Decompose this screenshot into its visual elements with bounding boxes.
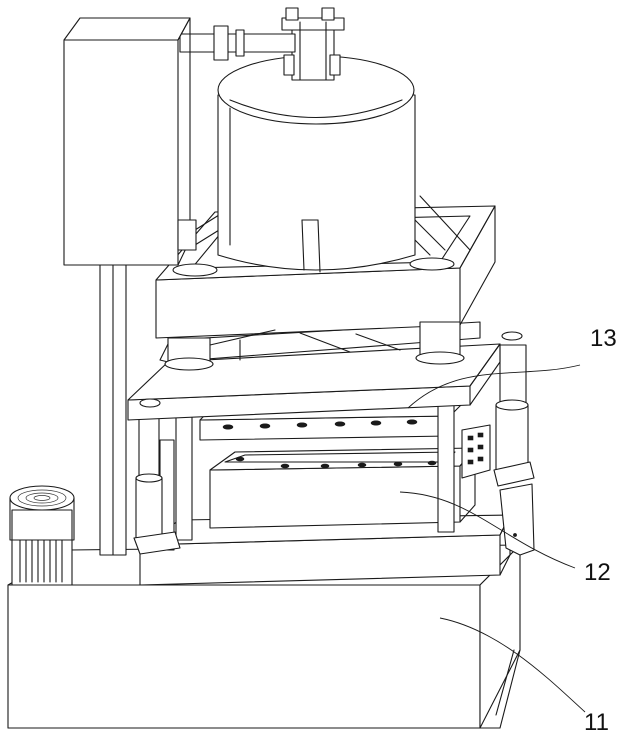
motor-pump — [9, 485, 75, 586]
side-brackets — [133, 461, 535, 556]
mold-holes — [235, 456, 437, 469]
motor-fins — [19, 539, 63, 583]
side-holes — [467, 432, 484, 465]
upper-mold-holes — [222, 419, 418, 430]
leader-lines — [399, 364, 586, 713]
cylinder-tank — [217, 55, 416, 273]
label-12: 12 — [584, 559, 611, 586]
label-11: 11 — [584, 709, 609, 736]
label-13: 13 — [590, 325, 617, 352]
top-valve — [281, 7, 345, 81]
guide-columns — [99, 254, 529, 556]
lower-mold — [209, 424, 491, 529]
control-box — [63, 17, 197, 266]
connecting-pipe — [179, 25, 296, 61]
moving-platen — [127, 331, 523, 421]
